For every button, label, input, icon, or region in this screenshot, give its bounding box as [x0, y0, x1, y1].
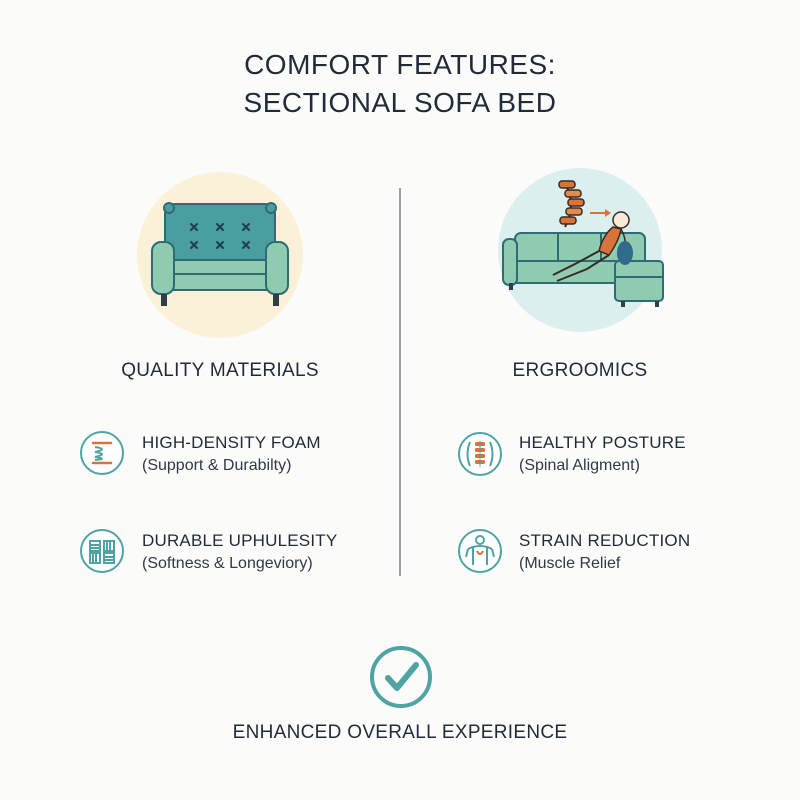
muscle-relief-icon	[456, 527, 504, 575]
quality-materials-heading: QUALITY MATERIALS	[121, 360, 319, 381]
feature-subtitle: (Muscle Relief	[519, 555, 621, 572]
feature-high-density-foam: HIGH-DENSITY FOAM (Support & Durabilty)	[142, 432, 382, 478]
feature-title: HEALTHY POSTURE	[519, 433, 686, 452]
feature-subtitle: (Support & Durabilty)	[142, 457, 292, 474]
checkmark-icon	[369, 645, 433, 709]
ergonomics-heading: ERGROOMICS	[512, 360, 648, 381]
feature-strain-reduction: STRAIN REDUCTION (Muscle Relief	[519, 530, 759, 576]
sofa-hero	[135, 170, 305, 340]
title-line-2: SECTIONAL SOFA BED	[243, 87, 557, 118]
page-title: COMFORT FEATURES: SECTIONAL SOFA BED	[0, 46, 800, 122]
center-divider	[399, 188, 401, 576]
feature-title: STRAIN REDUCTION	[519, 531, 691, 550]
feature-title: HIGH-DENSITY FOAM	[142, 433, 321, 452]
fabric-weave-icon	[78, 527, 126, 575]
feature-subtitle: (Softness & Longeviory)	[142, 555, 313, 572]
ergonomics-hero	[495, 165, 665, 335]
spine-graphic	[558, 180, 585, 228]
feature-subtitle: (Spinal Aligment)	[519, 457, 640, 474]
footer-label: ENHANCED OVERALL EXPERIENCE	[232, 722, 568, 743]
foam-spring-icon	[78, 429, 126, 477]
reclining-person-sectional-icon	[498, 168, 664, 332]
feature-healthy-posture: HEALTHY POSTURE (Spinal Aligment)	[519, 432, 759, 478]
feature-durable-upholstery: DURABLE UPHULESITY (Softness & Longevior…	[142, 530, 382, 576]
feature-title: DURABLE UPHULESITY	[142, 531, 338, 550]
sofa-icon	[137, 172, 303, 338]
spine-icon	[456, 430, 504, 478]
title-line-1: COMFORT FEATURES:	[244, 49, 556, 80]
